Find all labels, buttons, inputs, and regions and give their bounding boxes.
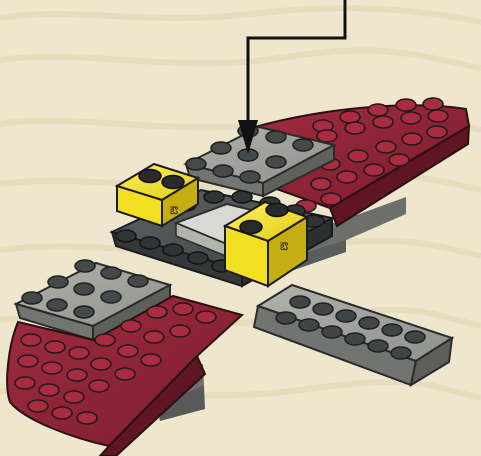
stud-icon: [240, 221, 262, 234]
right-gray-plate: [254, 285, 452, 385]
brick-marking-icon: ఔ: [280, 240, 289, 253]
stud-icon: [266, 204, 288, 217]
stud-icon: [139, 170, 161, 183]
stud-icon: [162, 176, 184, 189]
brick-marking-icon: ఔ: [170, 204, 179, 217]
